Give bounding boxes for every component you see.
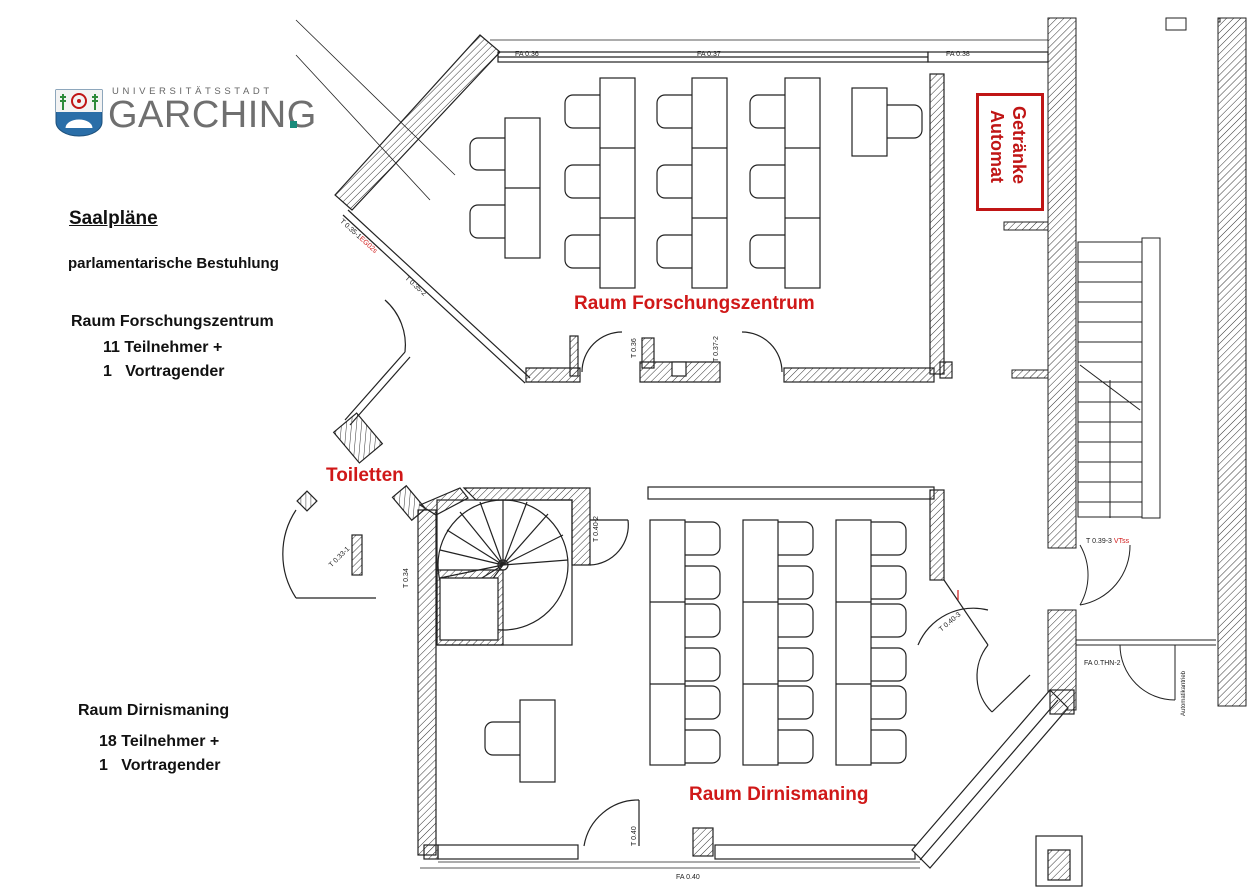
legend-room1-participants: 11 Teilnehmer + [103, 339, 223, 356]
label-t034: T 0.34 [403, 568, 410, 588]
legend-room2-name: Raum Dirnismaning [78, 702, 230, 719]
legend-title: Saalpläne [69, 208, 158, 229]
label-fa040: FA 0.40 [676, 874, 700, 881]
legend-seating: parlamentarische Bestuhlung [68, 255, 279, 272]
plan-label-room2: Raum Dirnismaning [689, 784, 869, 805]
label-t040-2: T 0.40-2 [593, 516, 600, 542]
label-fa0thn2: FA 0.THN-2 [1084, 660, 1121, 667]
vending-machine-box: Getränke Automat [976, 93, 1044, 211]
logo-crest [55, 89, 103, 137]
label-t037-2: T 0.37-2 [713, 336, 720, 362]
logo-superscript: UNIVERSITÄTSSTADT [112, 86, 273, 97]
room-dirnismaning [282, 484, 1083, 887]
label-t040: T 0.40 [631, 826, 638, 846]
label-fa036: FA 0.36 [515, 51, 539, 58]
vending-label-line1: Getränke [1009, 106, 1029, 185]
legend-room2-participants: 18 Teilnehmer + [99, 733, 220, 750]
logo-dot [290, 121, 297, 128]
room-forschungszentrum [295, 19, 1049, 464]
plan-label-toilets: Toiletten [326, 465, 404, 486]
legend-room1-name: Raum Forschungszentrum [71, 313, 274, 330]
label-automatikantrieb: Automatikantrieb [1181, 670, 1187, 716]
label-t039-3: T 0.39-3 VTss [1086, 538, 1130, 545]
label-fa037: FA 0.37 [697, 51, 721, 58]
vending-label-line2: Automat [987, 110, 1007, 183]
legend-room2-speaker: 1 Vortragender [99, 757, 221, 774]
logo-wordmark: GARCHING [108, 94, 317, 136]
label-t036: T 0.36 [631, 338, 638, 358]
plan-label-room1: Raum Forschungszentrum [574, 293, 815, 314]
label-fa038: FA 0.38 [946, 51, 970, 58]
stairwell [1003, 17, 1247, 711]
legend-room1-speaker: 1 Vortragender [103, 363, 225, 380]
